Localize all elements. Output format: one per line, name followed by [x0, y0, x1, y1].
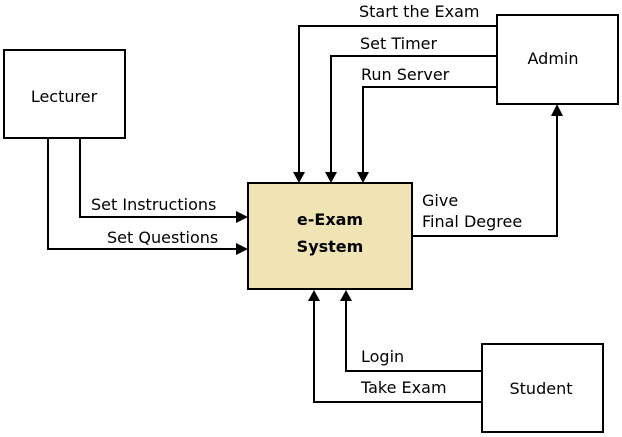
login-arrowhead [340, 290, 352, 301]
start-exam-label: Start the Exam [359, 2, 479, 21]
set-questions-arrowhead [236, 243, 248, 255]
give-final-degree-arrowhead [551, 104, 563, 116]
set-timer-label: Set Timer [360, 34, 438, 53]
set-timer-arrowhead [325, 172, 337, 183]
set-questions-label: Set Questions [107, 228, 218, 247]
run-server-label: Run Server [361, 65, 450, 84]
give-final-degree-label-line1: Give [422, 191, 458, 210]
system-box [247, 182, 413, 290]
set-instructions-arrowhead [236, 211, 248, 223]
start-exam-arrowhead [293, 172, 305, 183]
lecturer-box [3, 49, 126, 139]
admin-box [496, 14, 619, 105]
student-label: Student [510, 379, 573, 398]
give-final-degree-label-line2: Final Degree [422, 212, 522, 231]
set-instructions-flow [79, 138, 238, 218]
set-questions-flow [47, 138, 238, 250]
take-exam-label: Take Exam [360, 378, 447, 397]
start-exam-flow [298, 25, 497, 174]
take-exam-flow [313, 300, 482, 403]
lecturer-label: Lecturer [31, 87, 98, 106]
set-timer-flow [330, 55, 497, 174]
system-label-line1: e-Exam [297, 210, 363, 229]
system-label-line2: System [297, 237, 364, 256]
admin-label: Admin [528, 49, 579, 68]
student-box [481, 343, 604, 433]
run-server-arrowhead [357, 172, 369, 183]
login-label: Login [361, 347, 404, 366]
run-server-flow [362, 86, 497, 174]
give-final-degree-flow [412, 114, 558, 237]
login-flow [345, 300, 482, 372]
take-exam-arrowhead [308, 290, 320, 301]
set-instructions-label: Set Instructions [91, 195, 216, 214]
